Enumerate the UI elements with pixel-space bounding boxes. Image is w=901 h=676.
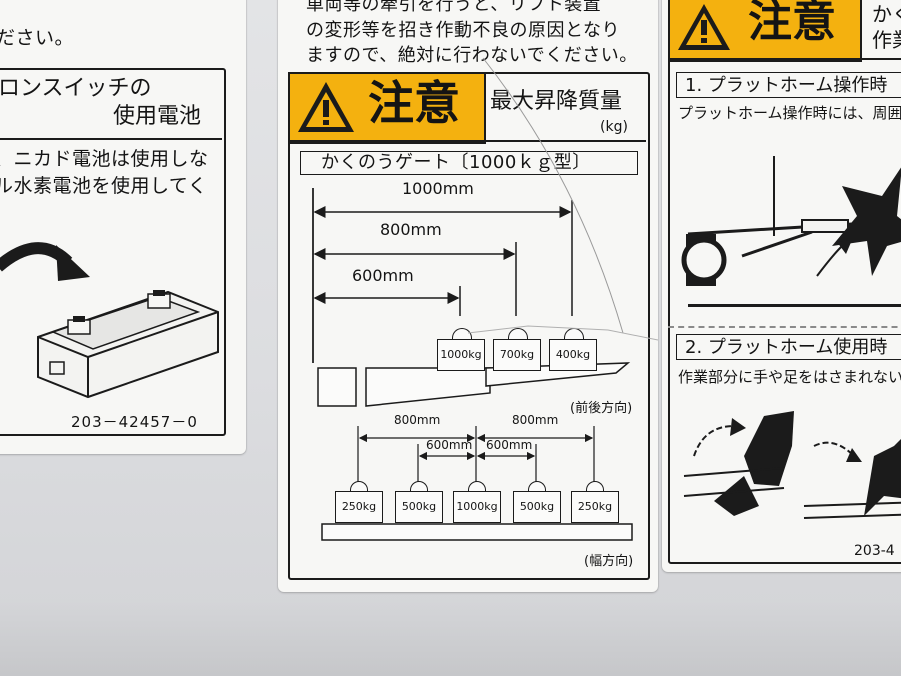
left-heading-line2: 使用電池 [113, 104, 202, 129]
weight-400kg: 400kg [549, 339, 597, 371]
left-heading-frame [0, 68, 226, 436]
right-section2-title: 2. プラットホーム使用時 [676, 334, 901, 360]
caution-word: 注意 [368, 76, 460, 130]
weight-knob-700 [508, 328, 528, 340]
right-heading-frag2: 作業 [872, 28, 901, 52]
right-section-divider [668, 326, 901, 328]
weight-knob-250-left [350, 481, 368, 492]
left-body-line1: 、ニカド電池は使用しな [0, 148, 209, 170]
right-caution-word: 注意 [748, 0, 836, 47]
left-part-number: 203－42457－0 [71, 413, 198, 431]
weight-knob-1000-center [468, 481, 486, 492]
right-main-frame [668, 0, 901, 564]
width-dim-600-right: 600mm [486, 438, 533, 452]
weight-knob-500-right [528, 481, 546, 492]
right-part-number: 203-4 [854, 543, 895, 559]
hand-pinch-illustration [683, 411, 901, 519]
weight-700kg: 700kg [493, 339, 541, 371]
warning-triangle-icon [298, 82, 354, 132]
caution-divider [288, 140, 646, 142]
right-heading-frag1: かく [872, 2, 901, 26]
front-back-direction: (前後方向) [570, 401, 633, 416]
dim-600mm: 600mm [352, 266, 414, 285]
width-weight-250kg-left: 250kg [335, 491, 383, 523]
right-warning-triangle-icon [678, 4, 730, 50]
width-dim-800-right: 800mm [512, 413, 559, 427]
width-direction: (幅方向) [584, 554, 634, 569]
width-dim-600-left: 600mm [426, 438, 473, 452]
panel-shadow [0, 600, 901, 676]
width-weight-500kg-right: 500kg [513, 491, 561, 523]
width-dimension-lines [321, 426, 633, 541]
width-weight-500kg-left: 500kg [395, 491, 443, 523]
width-dim-800-left: 800mm [394, 413, 441, 427]
right-section2-body: 作業部分に手や足をはさまれない [678, 368, 901, 386]
center-top-line3: ますので、絶対に行わないでください。 [306, 45, 638, 66]
weight-knob-1000 [452, 328, 472, 340]
left-heading-divider [0, 138, 222, 140]
center-top-line2: の変形等を招き作動不良の原因となり [306, 20, 620, 41]
dim-1000mm: 1000mm [402, 179, 474, 198]
battery-box-illustration [37, 290, 219, 399]
unit-label: (kg) [600, 119, 628, 135]
left-heading-line1: ロンスイッチの [0, 76, 152, 101]
center-top-line1: 車両等の牽引を行うと、リフト装置 [306, 0, 602, 15]
max-load-title: 最大昇降質量 [490, 89, 623, 114]
left-top-text: ださい。 [0, 27, 75, 49]
platform-operation-illustration [681, 156, 901, 307]
curved-arrow-icon [0, 242, 90, 281]
dim-800mm: 800mm [380, 220, 442, 239]
weight-knob-250-right [586, 481, 604, 492]
left-battery-label: ださい。 ロンスイッチの 使用電池 、ニカド電池は使用しな ル水素電池を使用して… [0, 0, 246, 454]
weight-knob-500-left [410, 481, 428, 492]
right-banner-divider [668, 58, 901, 60]
right-section1-body: プラットホーム操作時には、周囲 [678, 104, 901, 122]
weight-1000kg: 1000kg [437, 339, 485, 371]
center-max-load-label: 車両等の牽引を行うと、リフト装置 の変形等を招き作動不良の原因となり ますので、… [278, 0, 658, 592]
sticker-crack-lines [467, 57, 658, 341]
right-section1-title: 1. プラットホーム操作時 [676, 72, 901, 98]
width-weight-1000kg: 1000kg [453, 491, 501, 523]
gate-title: かくのうゲート〔1000ｋｇ型〕 [300, 151, 638, 175]
right-platform-caution-label: 注意 かく 作業 1. プラットホーム操作時 プラットホーム操作時には、周囲 2… [662, 0, 901, 572]
front-back-dimension-lines [312, 188, 631, 407]
width-weight-250kg-right: 250kg [571, 491, 619, 523]
left-body-line2: ル水素電池を使用してく [0, 175, 208, 197]
